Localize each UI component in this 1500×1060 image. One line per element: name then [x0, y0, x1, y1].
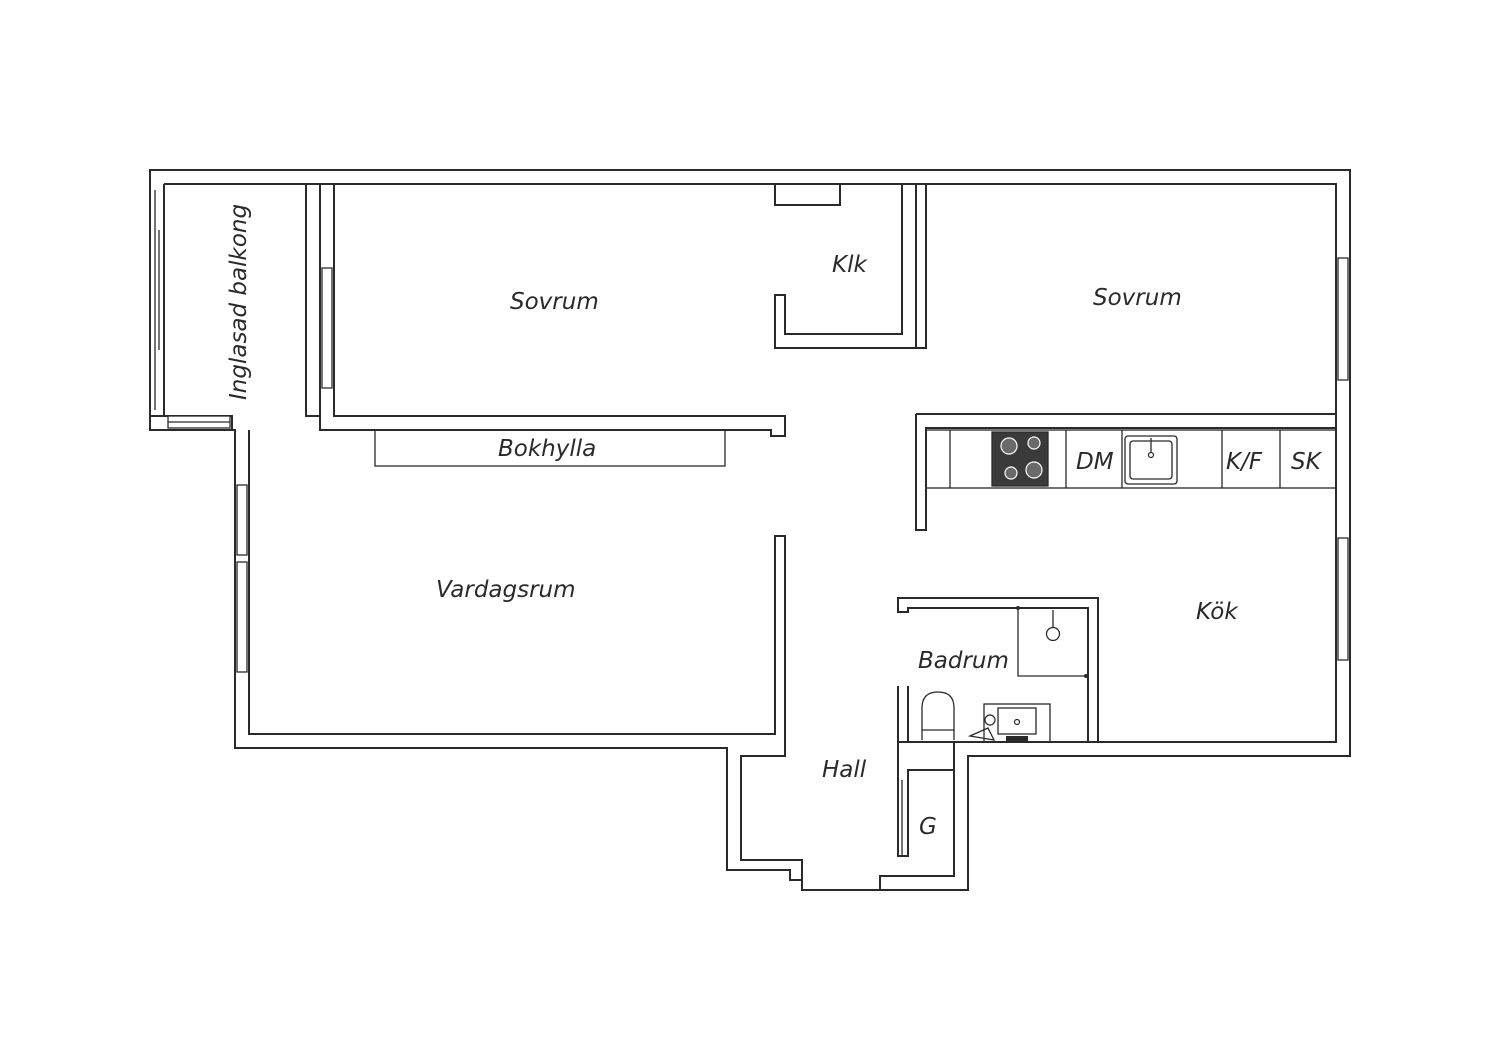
- bedroom-window-left: [321, 267, 333, 389]
- label-bathroom: Badrum: [918, 648, 1009, 674]
- label-living-room: Vardagsrum: [436, 577, 576, 603]
- living-window-1: [236, 484, 248, 556]
- label-fridge-freezer: K/F: [1226, 449, 1263, 475]
- bookshelf-unit: [374, 429, 726, 467]
- label-bedroom-right: Sovrum: [1093, 285, 1182, 311]
- label-balcony: Inglasad balkong: [226, 204, 252, 400]
- hall-walls: [880, 742, 954, 877]
- bedroom-window-right: [1337, 257, 1349, 381]
- kitchen-window: [1337, 537, 1349, 661]
- label-hall: Hall: [822, 757, 867, 783]
- label-dishwasher: DM: [1076, 449, 1114, 475]
- kitchen-sink-icon: [1124, 435, 1178, 485]
- label-cabinet: SK: [1291, 449, 1323, 475]
- label-wardrobe: G: [919, 814, 937, 840]
- living-room-walls: [236, 430, 786, 742]
- label-kitchen: Kök: [1196, 599, 1239, 625]
- kitchen-counter: [925, 429, 1337, 489]
- balcony-area: [150, 184, 321, 430]
- toilet-icon: [921, 691, 955, 740]
- bathroom-sink-icon: [967, 703, 1051, 743]
- label-closet: Klk: [832, 252, 868, 278]
- bedroom-left-walls: [319, 183, 917, 437]
- bedroom-right-walls: [915, 184, 1349, 531]
- living-window-2: [236, 561, 248, 673]
- label-bookshelf: Bokhylla: [498, 436, 596, 462]
- shower-icon: [1016, 606, 1088, 678]
- label-bedroom-left: Sovrum: [510, 289, 599, 315]
